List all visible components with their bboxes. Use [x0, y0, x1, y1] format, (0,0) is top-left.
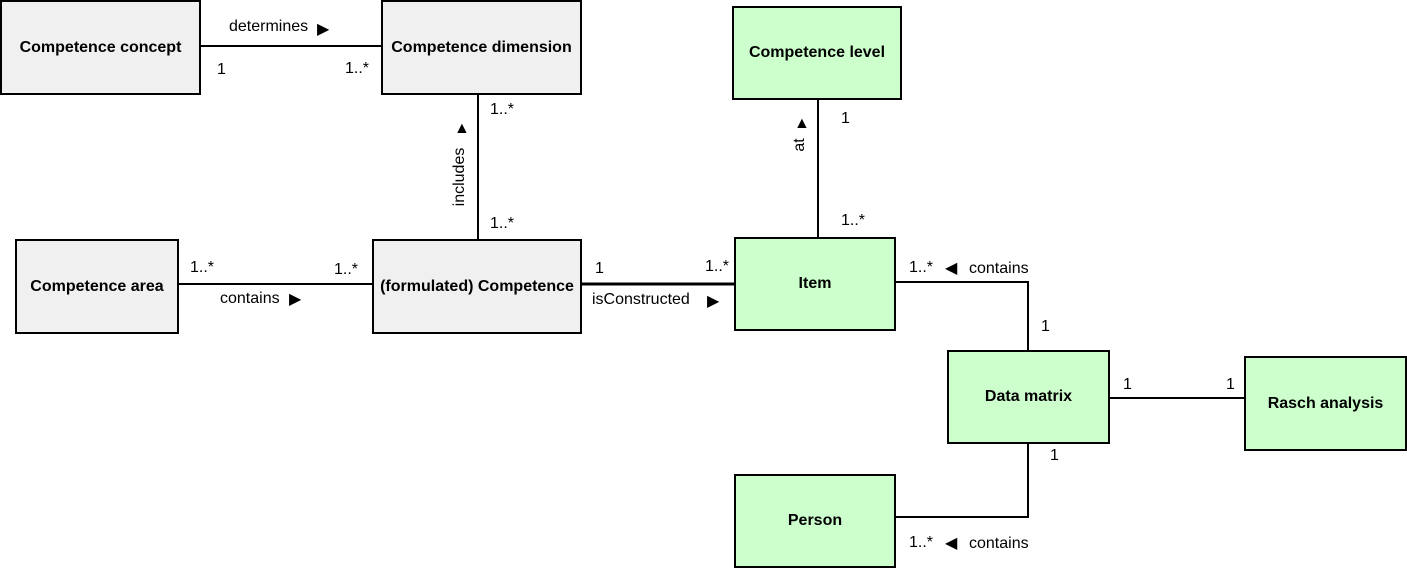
- multiplicity: 1..*: [190, 259, 215, 276]
- arrow-right-icon: ▶: [707, 293, 720, 310]
- line-matrix-person: [895, 442, 1029, 518]
- association-label-includes: includes: [451, 147, 468, 207]
- association-label-contains: contains: [220, 290, 280, 307]
- multiplicity: 1: [1226, 376, 1235, 393]
- class-competence-level: Competence level: [732, 6, 902, 100]
- class-item: Item: [734, 237, 896, 331]
- class-label: Competence area: [30, 277, 164, 295]
- association-label-contains: contains: [969, 260, 1029, 277]
- arrow-right-icon: ▶: [317, 21, 330, 38]
- arrow-up-icon: ▲: [794, 115, 810, 132]
- multiplicity: 1..*: [490, 101, 515, 118]
- multiplicity: 1: [595, 260, 604, 277]
- association-label-determines: determines: [229, 18, 309, 35]
- line-item-matrix: [895, 281, 1029, 351]
- arrow-left-icon: ◀: [945, 535, 958, 552]
- multiplicity: 1: [1041, 318, 1050, 335]
- multiplicity: 1..*: [909, 259, 934, 276]
- class-competence-dimension: Competence dimension: [381, 0, 582, 95]
- class-label: Rasch analysis: [1267, 394, 1384, 412]
- multiplicity: 1: [217, 61, 226, 78]
- multiplicity: 1..*: [841, 212, 866, 229]
- class-label: Item: [798, 275, 832, 292]
- class-label: Competence dimension: [391, 38, 572, 56]
- class-rasch-analysis: Rasch analysis: [1244, 356, 1407, 451]
- class-label: Person: [787, 512, 843, 529]
- class-person: Person: [734, 474, 896, 568]
- class-label: Competence level: [748, 44, 886, 61]
- class-label: Data matrix: [984, 388, 1073, 405]
- multiplicity: 1..*: [490, 215, 515, 232]
- multiplicity: 1..*: [345, 60, 370, 77]
- arrow-up-icon: ▲: [454, 120, 470, 137]
- class-label: Competence concept: [19, 38, 182, 56]
- arrow-right-icon: ▶: [289, 291, 302, 308]
- class-label: (formulated) Competence: [380, 277, 574, 295]
- multiplicity: 1..*: [705, 258, 730, 275]
- association-label-isconstructed: isConstructed: [592, 291, 690, 308]
- multiplicity: 1: [1123, 376, 1132, 393]
- class-data-matrix: Data matrix: [947, 350, 1110, 444]
- multiplicity: 1..*: [909, 534, 934, 551]
- class-competence-concept: Competence concept: [0, 0, 201, 95]
- arrow-left-icon: ◀: [945, 260, 958, 277]
- multiplicity: 1..*: [334, 261, 359, 278]
- association-label-at: at: [791, 138, 808, 152]
- class-competence-area: Competence area: [15, 239, 179, 334]
- class-formulated-competence: (formulated) Competence: [372, 239, 582, 334]
- multiplicity: 1: [1050, 447, 1059, 464]
- association-label-contains: contains: [969, 535, 1029, 552]
- multiplicity: 1: [841, 110, 850, 127]
